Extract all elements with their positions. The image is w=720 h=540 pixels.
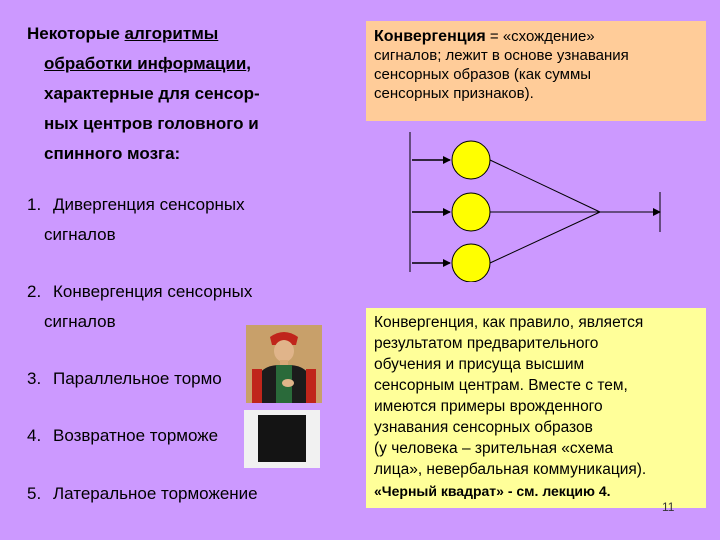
heading-line-5: спинного мозга: <box>44 144 181 163</box>
convergence-diagram <box>409 132 661 282</box>
list-item-number: 4. <box>27 426 42 445</box>
heading-line-4: ных центров головного и <box>44 114 259 133</box>
explanation-line: имеются примеры врожденного <box>374 398 603 415</box>
explanation-box: Конвергенция, как правило, является резу… <box>366 308 706 508</box>
definition-box: Конвергенция = «схождение» сигналов; леж… <box>366 21 706 121</box>
neuron-circle <box>451 192 491 232</box>
heading-line-2: обработки информации, <box>27 49 327 79</box>
heading-line-3: характерные для сенсор- <box>44 84 260 103</box>
neuron-circle <box>451 243 491 282</box>
explanation-line: обучения и присуща высшим <box>374 356 585 373</box>
list-item-continuation: сигналов <box>44 312 116 331</box>
explanation-line: узнавания сенсорных образов <box>374 419 593 436</box>
explanation-line: (у человека – зрительная «схема <box>374 440 614 457</box>
slide-heading: Некоторые алгоритмы обработки информации… <box>27 19 327 169</box>
heading-link-algorithms[interactable]: алгоритмы <box>124 24 219 43</box>
black-square <box>258 415 306 462</box>
definition-equivalent: = «схождение» <box>485 28 595 45</box>
converging-line <box>489 159 601 213</box>
list-item-text: Латеральное торможение <box>53 484 258 503</box>
explanation-line: лица», невербальная коммуникация). <box>374 461 647 478</box>
list-item-number: 1. <box>27 195 42 214</box>
list-item-text: Параллельное тормо <box>53 369 222 388</box>
list-item-number: 5. <box>27 484 42 503</box>
definition-term: Конвергенция <box>374 28 486 45</box>
explanation-line: результатом предварительного <box>374 335 599 352</box>
definition-line-1: Конвергенция = «схождение» <box>374 27 698 46</box>
definition-line-2: сигналов; лежит в основе узнавания <box>374 47 629 64</box>
page-number: 11 <box>662 500 675 514</box>
list-item: 4. Возвратное торможе <box>27 421 218 451</box>
heading-text: Некоторые <box>27 24 125 43</box>
heading-line-1: Некоторые алгоритмы <box>27 19 327 49</box>
definition-line-4: сенсорных признаков). <box>374 85 534 102</box>
list-item: 1. Дивергенция сенсорных сигналов <box>27 190 245 250</box>
heading-link-info-processing[interactable]: обработки информации <box>44 54 247 73</box>
explanation-line: сенсорным центрам. Вместе с тем, <box>374 377 628 394</box>
list-item-text: Возвратное торможе <box>53 426 219 445</box>
list-item: 3. Параллельное тормо <box>27 364 222 394</box>
neuron-circle <box>451 140 491 180</box>
list-item-continuation: сигналов <box>44 225 116 244</box>
list-item-text: Дивергенция сенсорных <box>53 195 245 214</box>
list-item-text: Конвергенция сенсорных <box>53 282 253 301</box>
heading-comma: , <box>246 54 251 73</box>
list-item: 2. Конвергенция сенсорных сигналов <box>27 277 252 337</box>
explanation-note: «Черный квадрат» - см. лекцию 4. <box>374 483 611 499</box>
definition-line-3: сенсорных образов (как суммы <box>374 66 592 83</box>
black-square-image <box>244 410 320 468</box>
list-item-number: 2. <box>27 282 42 301</box>
converging-line <box>489 211 601 264</box>
explanation-line: Конвергенция, как правило, является <box>374 314 644 331</box>
list-item-number: 3. <box>27 369 42 388</box>
list-item: 5. Латеральное торможение <box>27 479 258 509</box>
portrait-image <box>246 325 322 403</box>
